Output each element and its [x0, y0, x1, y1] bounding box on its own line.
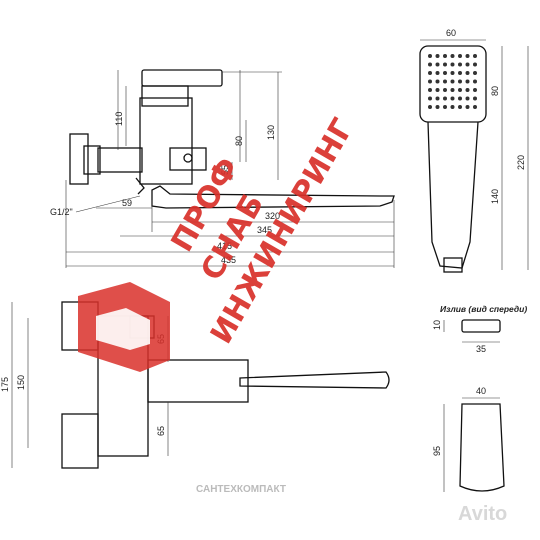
nozzle-dot — [428, 71, 432, 75]
dim-320-label: 320 — [265, 211, 280, 221]
nozzle-dot — [450, 88, 455, 92]
dim-175-label: 175 — [0, 377, 10, 392]
eccentric-fitting — [97, 147, 143, 173]
nozzle-dot — [443, 62, 447, 67]
nozzle-dot — [443, 71, 447, 75]
dim-80-label: 80 — [234, 136, 244, 146]
nozzle-dot — [450, 71, 455, 75]
spout-section — [461, 319, 501, 333]
nozzle-dot — [428, 54, 432, 58]
lower-flange — [61, 413, 99, 469]
nozzle-dot — [435, 54, 440, 58]
spout — [151, 185, 395, 209]
shower-outlet — [135, 177, 145, 195]
avito-watermark: Avito — [458, 503, 507, 525]
nozzle-dot — [473, 71, 477, 75]
nozzle-dot — [435, 96, 440, 101]
dim-130-label: 130 — [266, 125, 276, 140]
dim-65-bottom-label: 65 — [156, 426, 166, 436]
hand-shower: 60 80 140 220 — [419, 28, 529, 273]
nozzle-dot — [435, 62, 440, 67]
nozzle-dot — [443, 79, 447, 84]
brand-watermark: САНТЕХКОМПАКТ — [196, 484, 286, 495]
nozzle-dot — [450, 62, 455, 67]
wall-flange — [69, 133, 89, 185]
nozzle-dot — [435, 88, 440, 92]
spout-height-label: 10 — [432, 320, 442, 330]
shower-side-detail: 40 95 — [432, 386, 505, 492]
dim-415-label: 415 — [217, 241, 232, 251]
diverter-button — [183, 153, 193, 163]
detail-body — [459, 403, 505, 492]
nozzle-dot — [473, 88, 477, 92]
shower-total-length-label: 220 — [516, 155, 526, 170]
nozzle-dot — [465, 105, 470, 109]
mixer-side-view: 175 150 65 65 — [0, 301, 390, 469]
dim-55-label: 55 — [220, 165, 230, 175]
nozzle-dot — [465, 88, 470, 92]
detail-height-label: 95 — [432, 446, 442, 456]
detail-width-label: 40 — [476, 386, 486, 396]
nozzle-dot — [473, 54, 477, 58]
mixer-body — [139, 97, 193, 185]
mixer-cap — [141, 85, 189, 107]
shower-width-label: 60 — [446, 28, 456, 38]
nozzle-dot — [473, 79, 477, 84]
shower-handle — [427, 121, 479, 269]
shower-head-height-label: 80 — [490, 86, 500, 96]
dim-345-label: 345 — [257, 225, 272, 235]
dim-110-label: 110 — [114, 112, 124, 126]
nozzle-dot — [428, 79, 432, 84]
nozzle-dot — [465, 62, 470, 67]
shower-head — [419, 45, 487, 123]
nozzle-dot — [458, 88, 462, 92]
nozzle-dot — [450, 105, 455, 109]
spout-front-view: Излив (вид спереди) 10 35 — [432, 304, 527, 354]
mixer-top-view: 110 130 80 55 G1/2" 59 320 345 415 435 — [50, 69, 395, 268]
shower-handle-length-label: 140 — [490, 189, 500, 204]
nozzle-dot — [443, 88, 447, 92]
nozzle-dot — [473, 105, 477, 109]
dim-59-label: 59 — [122, 198, 132, 208]
hose-connector — [443, 257, 463, 273]
nozzle-dot — [458, 62, 462, 67]
nozzle-dot — [428, 105, 432, 109]
eccentric-nut — [83, 145, 101, 175]
diverter-knob — [169, 147, 207, 171]
lever-handle — [141, 69, 223, 87]
dim-150-label: 150 — [16, 375, 26, 390]
nozzle-dot — [465, 96, 470, 101]
nozzle-dot — [458, 54, 462, 58]
nozzle-dot — [458, 96, 462, 101]
nozzle-dot — [428, 96, 432, 101]
nozzle-dot — [465, 71, 470, 75]
shower-nozzles — [428, 54, 477, 109]
spout-caption: Излив (вид спереди) — [440, 304, 527, 314]
thread-label: G1/2" — [50, 207, 73, 217]
nozzle-dot — [465, 54, 470, 58]
nozzle-dot — [428, 62, 432, 67]
dim-435-label: 435 — [221, 255, 236, 265]
nozzle-dot — [435, 105, 440, 109]
nozzle-dot — [473, 62, 477, 67]
nozzle-dot — [473, 96, 477, 101]
nozzle-dot — [450, 96, 455, 101]
nozzle-dot — [428, 88, 432, 92]
nozzle-dot — [450, 79, 455, 84]
nozzle-dot — [458, 79, 462, 84]
side-lever — [147, 359, 249, 403]
side-spout — [239, 371, 390, 389]
nozzle-dot — [435, 79, 440, 84]
nozzle-dot — [443, 96, 447, 101]
nozzle-dot — [458, 71, 462, 75]
spout-width-label: 35 — [476, 344, 486, 354]
nozzle-dot — [435, 71, 440, 75]
nozzle-dot — [465, 79, 470, 84]
nozzle-dot — [443, 105, 447, 109]
nozzle-dot — [443, 54, 447, 58]
nozzle-dot — [450, 54, 455, 58]
nozzle-dot — [458, 105, 462, 109]
